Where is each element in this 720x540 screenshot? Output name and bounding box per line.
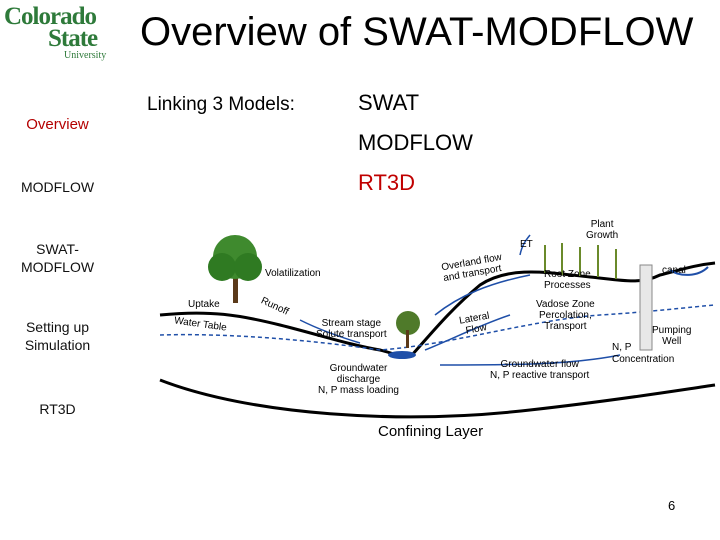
logo-line-2: State [48, 25, 98, 52]
groundwater-flow-arrow [439, 354, 621, 366]
nav-item-swat-modflow-line-2: MODFLOW [20, 259, 95, 275]
pumping-well [639, 264, 653, 351]
confining-layer-label: Confining Layer [378, 423, 484, 440]
sidebar: Colorado State University Overview MODFL… [0, 0, 115, 540]
crop-field-icon [544, 243, 617, 279]
vadose-zone-line-2: Percolation, [538, 310, 592, 321]
slide-title: Overview of SWAT-MODFLOW [140, 10, 694, 54]
plant-growth-line-2: Growth [586, 230, 619, 241]
nav-item-swat-modflow[interactable]: SWAT- MODFLOW [0, 240, 115, 276]
vadose-zone-line-1: Vadose Zone [536, 299, 595, 310]
concentration-label: Concentration [612, 354, 675, 365]
root-zone-line-2: Processes [544, 280, 591, 291]
groundwater-flow-label: Groundwater flow N, P reactive transport [490, 359, 589, 381]
model-rt3d: RT3D [358, 170, 416, 195]
vadose-zone-label: Vadose Zone Percolation, Transport [536, 299, 595, 332]
model-swat: SWAT [358, 90, 420, 115]
root-zone-label: Root Zone Processes [544, 269, 591, 291]
stream-stage-label: Stream stage Solute transport [316, 318, 387, 340]
nav-item-rt3d[interactable]: RT3D [39, 401, 76, 417]
linking-label: Linking 3 Models: [147, 94, 295, 115]
canal [669, 266, 709, 276]
groundwater-flow-line-2: N, P reactive transport [490, 370, 590, 381]
groundwater-discharge-line-2: discharge [336, 374, 381, 385]
stream-stage-line-2: Solute transport [316, 329, 387, 340]
page-number: 6 [668, 498, 676, 513]
groundwater-discharge-line-3: N, P mass loading [318, 385, 399, 396]
vadose-zone-line-3: Transport [544, 321, 587, 332]
nav-item-modflow[interactable]: MODFLOW [20, 179, 95, 195]
stream [388, 351, 416, 359]
overland-flow-arrow [434, 274, 531, 316]
nav-item-setting-up-line-2: Simulation [24, 337, 91, 353]
pumping-well-label: Pumping Well [652, 325, 691, 347]
logo-line-1: Colorado [4, 3, 97, 30]
university-logo: Colorado State University [2, 4, 114, 62]
shrub-icon [396, 311, 420, 348]
stream-stage-line-1: Stream stage [321, 318, 382, 329]
groundwater-discharge-label: Groundwater discharge N, P mass loading [318, 363, 399, 396]
canal-label: canal [662, 265, 686, 276]
watershed-diagram: ET Plant Growth Volatilization Overland … [150, 215, 720, 445]
logo-line-3: University [64, 50, 107, 61]
tree-icon [208, 235, 262, 303]
pumping-well-line-1: Pumping [652, 325, 692, 336]
volatilization-label: Volatilization [265, 268, 321, 279]
water-table-line [159, 304, 716, 351]
nav-item-overview[interactable]: Overview [26, 116, 89, 133]
lateral-flow-arrow [424, 314, 511, 351]
groundwater-discharge-line-1: Groundwater [329, 363, 388, 374]
nav-item-setting-up-line-1: Setting up [25, 319, 90, 335]
plant-growth-line-1: Plant [590, 219, 614, 230]
et-arrow [519, 234, 531, 256]
np-label: N, P [612, 342, 632, 353]
nav-item-swat-modflow-line-1: SWAT- [36, 241, 79, 257]
pumping-well-line-2: Well [662, 336, 682, 347]
runoff-arrow [299, 319, 361, 344]
model-modflow: MODFLOW [358, 130, 473, 155]
watershed-drawing [159, 234, 716, 419]
aquifer-bottom [159, 378, 716, 419]
root-zone-line-1: Root Zone [544, 269, 591, 280]
et-label: ET [520, 239, 533, 250]
nav-item-setting-up[interactable]: Setting up Simulation [0, 318, 115, 354]
uptake-label: Uptake [188, 299, 220, 310]
plant-growth-label: Plant Growth [586, 219, 618, 241]
groundwater-flow-line-1: Groundwater flow [500, 359, 579, 370]
